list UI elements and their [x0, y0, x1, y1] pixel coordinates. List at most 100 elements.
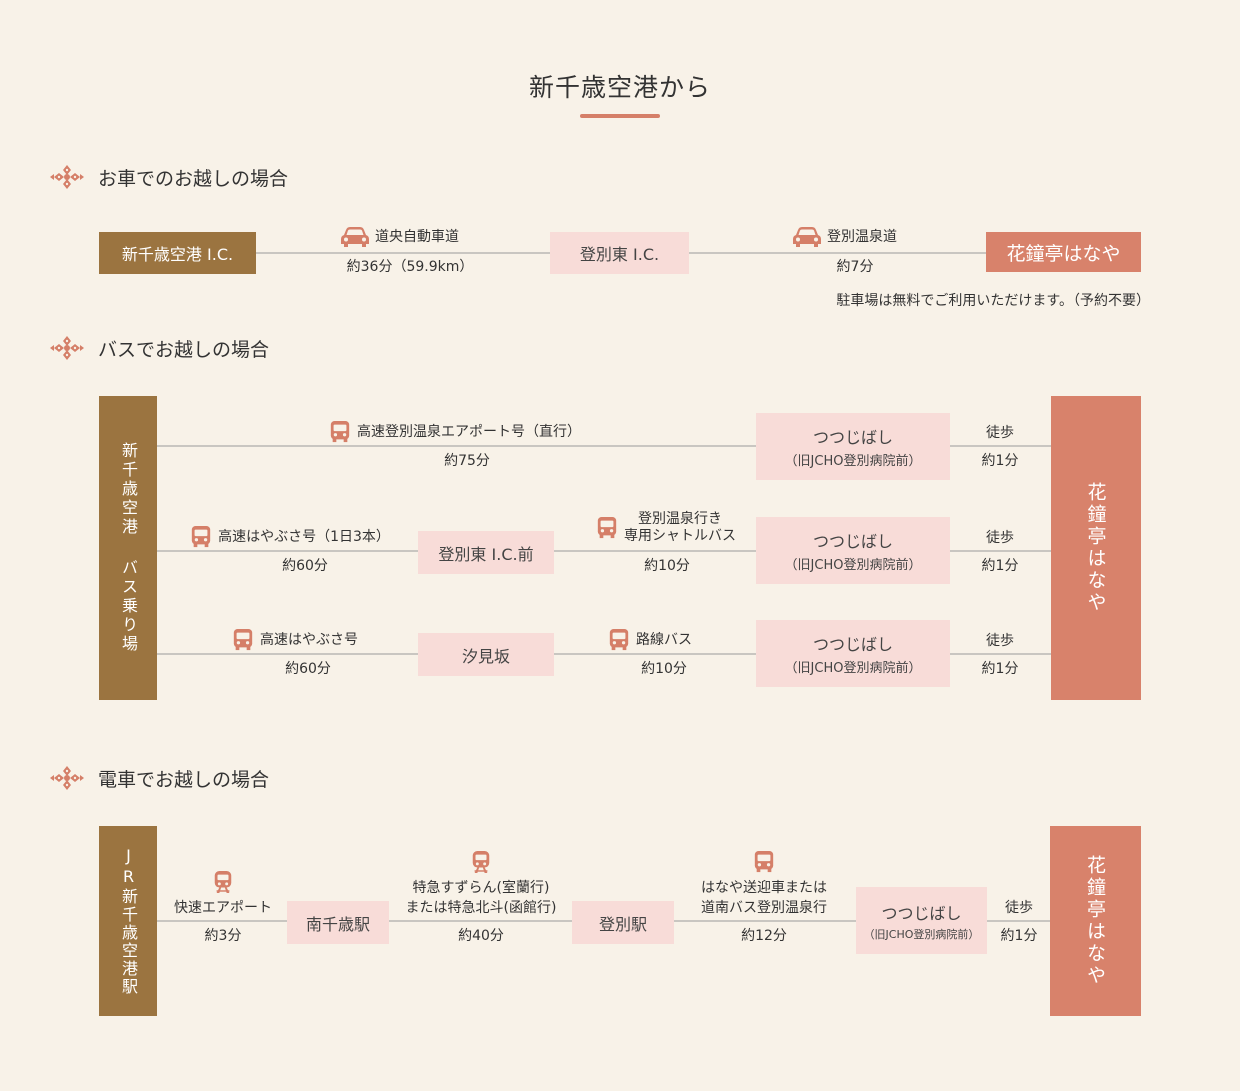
bus-row1-route-text: 高速登別温泉エアポート号（直行） — [357, 424, 581, 440]
bus-row3-stop: つつじばし （旧JCHO登別病院前） — [756, 620, 950, 687]
bus-row2-time1: 約60分 — [282, 558, 328, 574]
train-icon — [212, 871, 234, 893]
car-leg1-time: 約36分（59.9km） — [346, 259, 474, 275]
bus-row3-walk: 徒歩 — [986, 633, 1014, 649]
car-mid-label: 登別東 I.C. — [579, 245, 660, 264]
bus-row3-stop-name: つつじばし — [812, 635, 893, 654]
car-route-line-2 — [689, 252, 986, 254]
bus-row2-stop: つつじばし （旧JCHO登別病院前） — [756, 517, 950, 584]
bus-row3-route2: 路線バス — [550, 629, 750, 651]
page-title: 新千歳空港から — [528, 73, 711, 102]
bus-row1-walk-time: 約1分 — [981, 453, 1019, 469]
bus-row2-time2: 約10分 — [644, 558, 690, 574]
bus-row2-walk-time: 約1分 — [981, 558, 1019, 574]
bus-row2-stop-sub: （旧JCHO登別病院前） — [784, 558, 922, 573]
train-stop3-sub: （旧JCHO登別病院前） — [863, 927, 980, 941]
bus-row2-walk: 徒歩 — [986, 530, 1014, 546]
train-leg2-time: 約40分 — [458, 928, 504, 944]
train-stop3: つつじばし （旧JCHO登別病院前） — [856, 887, 987, 954]
train-heading-text: 電車でお越しの場合 — [98, 768, 270, 791]
bus-row3-route2-text: 路線バス — [636, 632, 692, 648]
bus-row1-stop-name: つつじばし — [812, 428, 893, 447]
bus-icon — [232, 629, 254, 651]
car-parking-note: 駐車場は無料でご利用いただけます。（予約不要） — [836, 293, 1150, 309]
flower-crest-icon — [50, 164, 84, 190]
bus-row3-mid: 汐見坂 — [418, 633, 554, 676]
car-mid-box: 登別東 I.C. — [550, 232, 689, 274]
bus-row2-route1: 高速はやぶさ号（1日3本） — [165, 526, 415, 548]
train-leg2-route-line2: または特急北斗(函館行) — [405, 900, 557, 916]
train-leg3-route-line1: はなや送迎車または — [701, 880, 827, 896]
train-leg1-route: 快速エアポート — [174, 900, 272, 916]
car-leg1-label: 道央自動車道 — [300, 226, 500, 248]
bus-row1-line — [156, 445, 756, 447]
title-underline — [580, 114, 660, 118]
train-dest-box: 花鐘亭はなや — [1050, 826, 1141, 1016]
bus-row1-walk-line — [949, 445, 1051, 447]
bus-dest-box: 花鐘亭はなや — [1051, 396, 1141, 700]
train-stop1-label: 南千歳駅 — [305, 914, 370, 934]
bus-icon — [596, 517, 618, 539]
car-leg2-label: 登別温泉道 — [745, 226, 945, 248]
bus-heading-text: バスでお越しの場合 — [98, 338, 270, 361]
car-heading-text: お車でのお越しの場合 — [98, 167, 289, 190]
bus-row1-route: 高速登別温泉エアポート号（直行） — [250, 421, 660, 443]
car-icon — [793, 226, 821, 248]
bus-row1-stop-sub: （旧JCHO登別病院前） — [784, 454, 922, 469]
train-leg2-route-line1: 特急すずらん(室蘭行) — [412, 880, 550, 896]
bus-row3-route1-text: 高速はやぶさ号 — [260, 632, 358, 648]
bus-row3-stop-sub: （旧JCHO登別病院前） — [784, 661, 922, 676]
train-stop3-label: つつじばし — [881, 903, 962, 923]
bus-icon — [608, 629, 630, 651]
bus-row1-stop: つつじばし （旧JCHO登別病院前） — [756, 413, 950, 480]
car-leg2-route: 登別温泉道 — [827, 229, 897, 245]
bus-row2-stop-name: つつじばし — [812, 532, 893, 551]
train-dest-label: 花鐘亭はなや — [1084, 855, 1106, 987]
car-route-line-1 — [255, 252, 550, 254]
bus-row1-time: 約75分 — [444, 453, 490, 469]
train-section-heading: 電車でお越しの場合 — [50, 763, 269, 793]
bus-start-box: 新千歳空港 バス乗り場 — [99, 396, 157, 700]
car-start-box: 新千歳空港 I.C. — [99, 232, 256, 274]
car-start-label: 新千歳空港 I.C. — [121, 245, 234, 264]
bus-row2-mid-label: 登別東 I.C.前 — [438, 544, 534, 564]
bus-row2-mid: 登別東 I.C.前 — [418, 531, 554, 574]
bus-row3-route1: 高速はやぶさ号 — [195, 629, 395, 651]
train-icon — [470, 851, 492, 873]
train-walk: 徒歩 — [1005, 900, 1033, 916]
bus-row3-walk-time: 約1分 — [981, 661, 1019, 677]
bus-row3-walk-line — [949, 653, 1051, 655]
flower-crest-icon — [50, 765, 84, 791]
bus-row2-route1-text: 高速はやぶさ号（1日3本） — [218, 529, 390, 545]
flower-crest-icon — [50, 335, 84, 361]
car-icon — [341, 226, 369, 248]
car-dest-label: 花鐘亭はなや — [1006, 242, 1121, 265]
train-leg1-time: 約3分 — [204, 928, 242, 944]
train-start-label: JR新千歳空港駅 — [119, 846, 138, 996]
train-stop2: 登別駅 — [572, 901, 674, 944]
car-leg1-route: 道央自動車道 — [375, 229, 459, 245]
bus-row3-mid-label: 汐見坂 — [461, 646, 510, 666]
bus-start-label: 新千歳空港 バス乗り場 — [119, 442, 138, 654]
train-stop2-label: 登別駅 — [598, 914, 647, 934]
bus-row2-walk-line — [949, 550, 1051, 552]
train-start-box: JR新千歳空港駅 — [99, 826, 157, 1016]
bus-dest-label: 花鐘亭はなや — [1084, 482, 1107, 614]
bus-icon — [190, 526, 212, 548]
train-leg3-route-line2: 道南バス登別温泉行 — [701, 900, 827, 916]
bus-row3-time1: 約60分 — [285, 661, 331, 677]
train-walk-time: 約1分 — [1000, 928, 1038, 944]
bus-row2-route2: 登別温泉行き 専用シャトルバス — [566, 511, 766, 545]
car-dest-box: 花鐘亭はなや — [986, 232, 1141, 272]
car-section-heading: お車でのお越しの場合 — [50, 162, 288, 192]
bus-icon — [753, 851, 775, 873]
bus-icon — [329, 421, 351, 443]
car-leg2-time: 約7分 — [836, 259, 874, 275]
train-leg3-time: 約12分 — [741, 928, 787, 944]
bus-row2-route2-line2: 専用シャトルバス — [624, 528, 736, 544]
bus-row1-walk: 徒歩 — [986, 425, 1014, 441]
bus-row2-route2-line1: 登別温泉行き — [638, 511, 722, 527]
bus-section-heading: バスでお越しの場合 — [50, 333, 269, 363]
bus-row3-time2: 約10分 — [641, 661, 687, 677]
train-stop1: 南千歳駅 — [287, 901, 389, 944]
